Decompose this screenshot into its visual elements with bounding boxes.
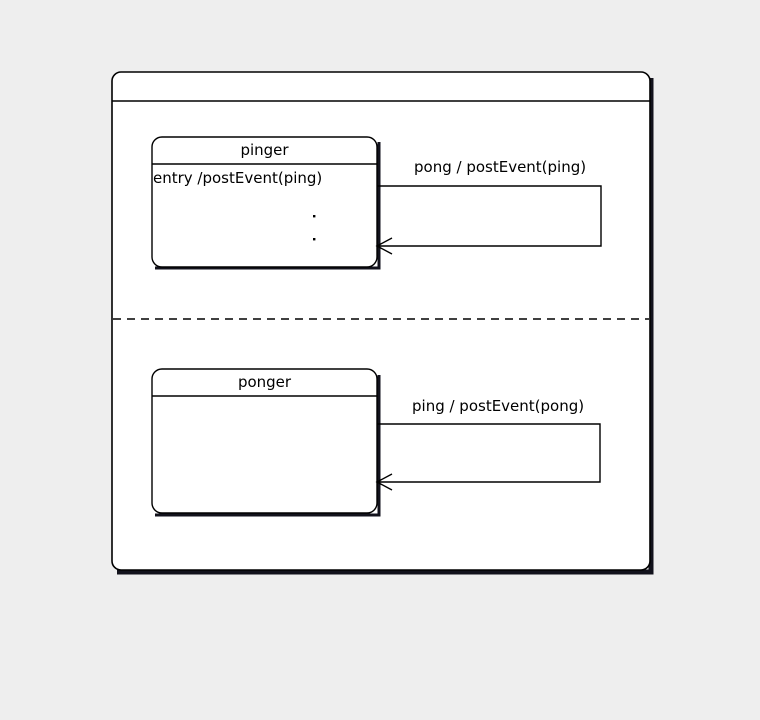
pinger-dot-mark-2: [313, 238, 316, 241]
pinger-dot-mark-1: [313, 215, 316, 218]
ponger-transition-label: ping / postEvent(pong): [412, 397, 585, 415]
ponger-state-border[interactable]: [151, 368, 378, 514]
pinger-self-transition-line[interactable]: [377, 185, 602, 247]
composite-state-shadow: [117, 78, 654, 575]
pinger-state-border[interactable]: [151, 136, 378, 268]
ponger-state-shadow: [155, 375, 381, 517]
pinger-transition-arrowhead-icon: [375, 237, 393, 255]
ponger-transition-arrowhead-icon: [375, 473, 393, 491]
pinger-entry-action-text: entry /postEvent(ping): [153, 169, 323, 187]
ponger-state-name: ponger: [237, 373, 292, 391]
ponger-self-transition-line[interactable]: [377, 423, 601, 483]
pinger-state-name: pinger: [240, 141, 289, 159]
pinger-state-shadow: [155, 142, 381, 270]
pinger-transition-label: pong / postEvent(ping): [414, 158, 587, 176]
